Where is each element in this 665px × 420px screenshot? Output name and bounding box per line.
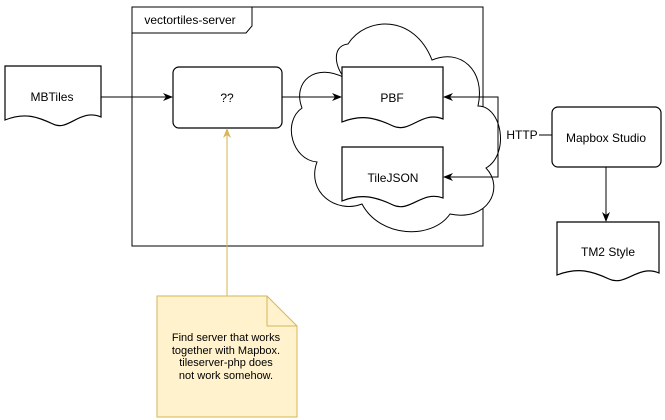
- http-label-bg: [506, 127, 538, 143]
- server-container-label: vectortiles-server: [144, 13, 235, 27]
- mapbox-studio-label: Mapbox Studio: [566, 131, 646, 145]
- tm2-style-node[interactable]: TM2 Style: [556, 221, 660, 282]
- edge-http-to-tilejson: [443, 135, 499, 181]
- tm2-style-label: TM2 Style: [581, 245, 635, 259]
- unknown-server-label: ??: [220, 91, 234, 105]
- unknown-server-node[interactable]: ??: [172, 66, 283, 129]
- pbf-node[interactable]: PBF: [341, 66, 444, 129]
- mbtiles-label: MBTiles: [31, 90, 74, 104]
- note-line-2: together with Mapbox.: [171, 344, 281, 357]
- note-node[interactable]: [156, 295, 298, 418]
- note-text: Find server that works together with Map…: [158, 332, 294, 382]
- mapbox-studio-node[interactable]: Mapbox Studio: [551, 106, 662, 168]
- tilejson-node[interactable]: TileJSON: [341, 146, 444, 208]
- note-line-1: Find server that works: [171, 332, 281, 344]
- pbf-label: PBF: [380, 91, 403, 105]
- http-label: HTTP: [506, 128, 537, 142]
- tilejson-label: TileJSON: [368, 171, 419, 185]
- note-line-3: tileserver-php does: [179, 357, 273, 369]
- mbtiles-node[interactable]: MBTiles: [4, 65, 102, 127]
- edge-http-to-pbf: [443, 93, 499, 135]
- note-line-4: not work somehow.: [178, 369, 274, 382]
